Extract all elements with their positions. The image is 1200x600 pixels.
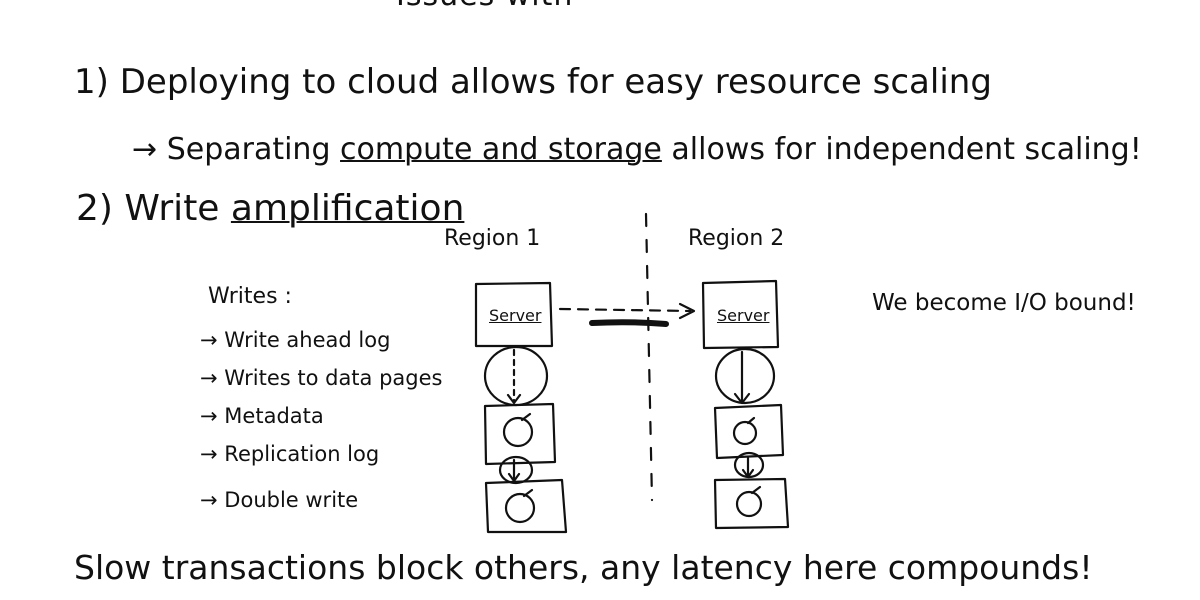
point-2-line: 2) Write amplification (76, 188, 464, 229)
point-2-emphasis: amplification (230, 188, 465, 229)
arrow-icon: → (200, 366, 218, 390)
point-1-sub-prefix: Separating (166, 132, 331, 167)
arrow-icon: → (200, 328, 218, 352)
arrow-icon: → (200, 404, 218, 428)
disk-icon (732, 420, 758, 446)
writes-item: → Writes to data pages (200, 366, 442, 390)
server-label-region-1: Server (489, 306, 542, 325)
point-1-sub-suffix: allows for independent scaling! (671, 132, 1142, 167)
disk-box-region-2-bottom (713, 477, 790, 530)
disk-box-region-2-top (713, 403, 785, 460)
server-label-region-2: Server (717, 306, 770, 325)
disk-box-region-1-bottom (484, 478, 568, 534)
side-note: We become I/O bound! (872, 290, 1136, 316)
replication-arrow (558, 307, 692, 313)
writes-item: → Replication log (200, 442, 379, 466)
writes-item: → Double write (200, 488, 358, 512)
disk-icon (502, 416, 534, 448)
writes-item-label: Replication log (224, 442, 380, 466)
region-2-label: Region 2 (688, 226, 785, 251)
server-box-region-1 (474, 281, 554, 348)
writes-item-label: Double write (224, 488, 359, 512)
bottom-note: Slow transactions block others, any late… (74, 548, 1093, 587)
arrow-icon: → (200, 442, 218, 466)
point-1-line: 1) Deploying to cloud allows for easy re… (74, 62, 992, 102)
writes-title: Writes : (208, 284, 292, 309)
point-1-number: 1) (74, 62, 109, 102)
point-1-text: Deploying to cloud allows for easy resou… (119, 62, 992, 102)
writes-item: → Metadata (200, 404, 324, 428)
arrow-icon: → (200, 488, 218, 512)
arrow-head-icon (678, 302, 696, 320)
region-1-label: Region 1 (444, 226, 541, 251)
point-1-sub-emphasis: compute and storage (340, 132, 662, 167)
writes-item: → Write ahead log (200, 328, 390, 352)
point-2-number: 2) (76, 188, 113, 229)
writes-item-label: Write ahead log (224, 328, 391, 352)
replication-stroke (589, 319, 669, 327)
point-1-sub-line: → Separating compute and storage allows … (132, 132, 1142, 167)
disk-box-region-1-top (483, 402, 557, 466)
disk-icon (735, 490, 763, 518)
disk-icon (504, 492, 536, 524)
page-title: Issues with (396, 0, 573, 13)
io-circle-region-2 (714, 347, 776, 405)
arrow-icon: → (132, 132, 158, 167)
io-circle-region-1 (483, 345, 549, 407)
writes-item-label: Writes to data pages (224, 366, 443, 390)
server-box-region-2 (701, 279, 780, 350)
region-divider (644, 212, 654, 502)
point-2-word: Write (124, 188, 220, 229)
writes-item-label: Metadata (224, 404, 324, 428)
